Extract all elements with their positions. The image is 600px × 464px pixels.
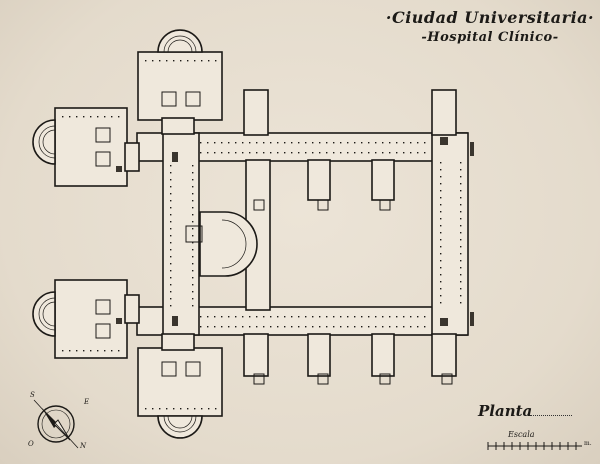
spur-south-2	[371, 333, 395, 377]
building-outline	[54, 51, 469, 417]
pavilion-west-upper	[54, 107, 128, 187]
compass-letter-s: S	[30, 391, 35, 399]
lecture-hall	[199, 211, 258, 277]
spur-south-3	[431, 333, 457, 377]
planta-label: Planta	[478, 402, 533, 420]
compass-letter-n: N	[79, 442, 87, 450]
planta-dotted-line	[530, 415, 572, 416]
compass-letter-e: E	[83, 398, 89, 406]
drawing-subtitle: -Hospital Clínico-	[421, 30, 559, 45]
wing-north-1	[243, 89, 269, 136]
wing-north-2	[431, 89, 457, 136]
spur-south-1	[307, 333, 331, 377]
compass-rose	[33, 399, 79, 449]
compass-letter-o: O	[28, 440, 34, 448]
wing-east	[431, 132, 469, 336]
pavilion-north	[137, 51, 223, 121]
spur-north-1	[307, 159, 331, 201]
spur-north-2	[371, 159, 395, 201]
spur-south-0	[243, 333, 269, 377]
pavilion-south	[137, 347, 223, 417]
drawing-title: ·Ciudad Universitaria·	[385, 8, 595, 27]
scale-unit: m.	[584, 440, 592, 447]
scale-bar	[487, 442, 582, 450]
spine-west	[162, 132, 200, 336]
scale-label: Escala	[508, 430, 535, 439]
